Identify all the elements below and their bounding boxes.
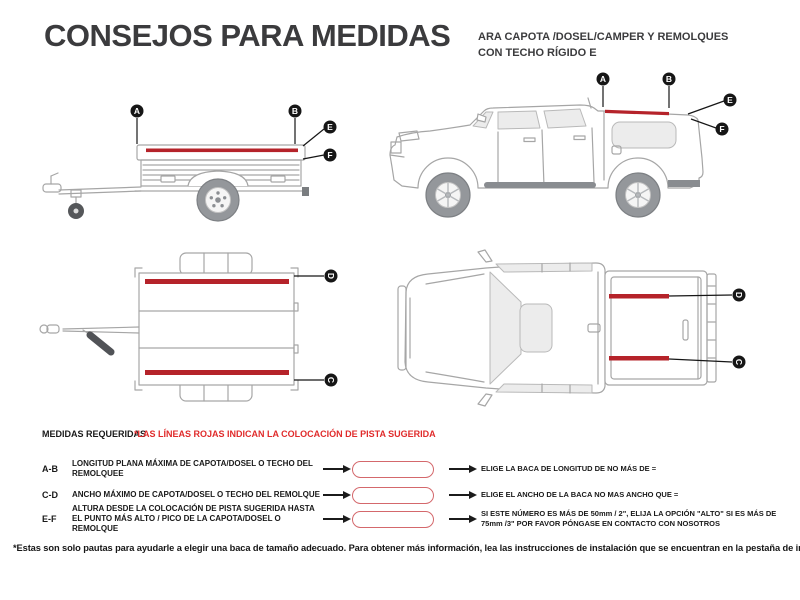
svg-text:D: D [326, 273, 336, 279]
range-description: ALTURA DESDE LA COLOCACIÓN DE PISTA SUGE… [72, 504, 315, 533]
arrow-icon [448, 514, 478, 524]
truck-rear-wheel [615, 172, 661, 218]
track-line-trailer-side [146, 148, 298, 153]
trailer-jockey-handle [86, 331, 115, 356]
svg-text:E: E [327, 122, 333, 132]
marker-f [715, 122, 729, 136]
marker-f [323, 148, 337, 162]
trailer-top-view-diagram: D C [39, 252, 338, 402]
track-line-trailer-top-1 [145, 279, 289, 284]
arrow-icon [448, 490, 478, 500]
trailer-side-view-diagram: A B E F [42, 104, 337, 222]
svg-text:A: A [600, 74, 606, 84]
svg-text:F: F [719, 124, 724, 134]
subtitle-line-1: ARA CAPOTA /DOSEL/CAMPER Y REMOLQUES [478, 31, 729, 43]
legend-heading: MEDIDAS REQUERIDAS [42, 429, 147, 439]
page-title: CONSEJOS PARA MEDIDAS [44, 18, 451, 53]
arrow-icon [448, 464, 478, 474]
range-advice: ELIGE EL ANCHO DE LA BACA NO MAS ANCHO Q… [481, 490, 679, 499]
range-label: C-D [42, 490, 58, 500]
svg-text:E: E [727, 95, 733, 105]
trailer-side-sketch [42, 144, 309, 205]
arrow-icon [322, 490, 352, 500]
trailer-wheel [196, 178, 240, 222]
measurement-row-ab: A-B LONGITUD PLANA MÁXIMA DE CAPOTA/DOSE… [42, 455, 786, 483]
marker-c [324, 373, 338, 387]
subtitle-line-2: CON TECHO RÍGIDO E [478, 47, 597, 59]
marker-a [596, 72, 610, 86]
marker-d [732, 288, 746, 302]
svg-text:F: F [327, 150, 332, 160]
truck-top-view-diagram: D C [397, 249, 746, 407]
footnote: *Estas son solo pautas para ayudarle a e… [13, 543, 800, 553]
truck-top-sketch [397, 249, 717, 407]
measurement-writein-box [352, 460, 434, 478]
track-line-truck-top-1 [609, 294, 669, 299]
marker-e [323, 120, 337, 134]
svg-text:C: C [734, 359, 744, 365]
truck-front-wheel [425, 172, 471, 218]
svg-text:B: B [666, 74, 672, 84]
trailer-top-sketch [39, 252, 299, 402]
arrow-icon [322, 514, 352, 524]
truck-side-sketch [389, 97, 704, 189]
svg-text:B: B [292, 106, 298, 116]
svg-text:A: A [134, 106, 140, 116]
marker-b [662, 72, 676, 86]
truck-side-markers: A B E F [596, 72, 737, 136]
range-description: ANCHO MÁXIMO DE CAPOTA/DOSEL O TECHO DEL… [72, 490, 321, 499]
measurement-row-ef: E-F ALTURA DESDE LA COLOCACIÓN DE PISTA … [42, 504, 786, 534]
marker-b [288, 104, 302, 118]
svg-text:C: C [326, 377, 336, 383]
measurement-writein-box [352, 486, 434, 504]
track-line-trailer-top-2 [145, 370, 289, 375]
trailer-jockey-wheel [68, 203, 84, 219]
marker-d [324, 269, 338, 283]
range-description: LONGITUD PLANA MÁXIMA DE CAPOTA/DOSEL O … [72, 459, 313, 478]
arrow-icon [322, 464, 352, 474]
measurement-writein-box [352, 510, 434, 528]
legend-red-note: *LAS LÍNEAS ROJAS INDICAN LA COLOCACIÓN … [134, 429, 436, 439]
track-line-truck-side [605, 109, 669, 116]
track-line-truck-top-2 [609, 356, 669, 361]
truck-top-markers: D C [668, 288, 746, 369]
range-label: E-F [42, 514, 57, 524]
truck-side-view-diagram: A B E F [389, 72, 737, 218]
range-advice: SI ESTE NÚMERO ES MÁS DE 50mm / 2", ELIJ… [481, 509, 777, 528]
trailer-top-markers: D C [294, 269, 338, 387]
page-subtitle: ARA CAPOTA /DOSEL/CAMPER Y REMOLQUES CON… [478, 29, 778, 61]
svg-text:D: D [734, 292, 744, 298]
range-advice: ELIGE LA BACA DE LONGITUD DE NO MÁS DE = [481, 464, 657, 473]
marker-c [732, 355, 746, 369]
trailer-side-markers: A B E F [130, 104, 337, 162]
measurement-row-cd: C-D ANCHO MÁXIMO DE CAPOTA/DOSEL O TECHO… [42, 486, 786, 504]
marker-e [723, 93, 737, 107]
range-label: A-B [42, 464, 58, 474]
marker-a [130, 104, 144, 118]
